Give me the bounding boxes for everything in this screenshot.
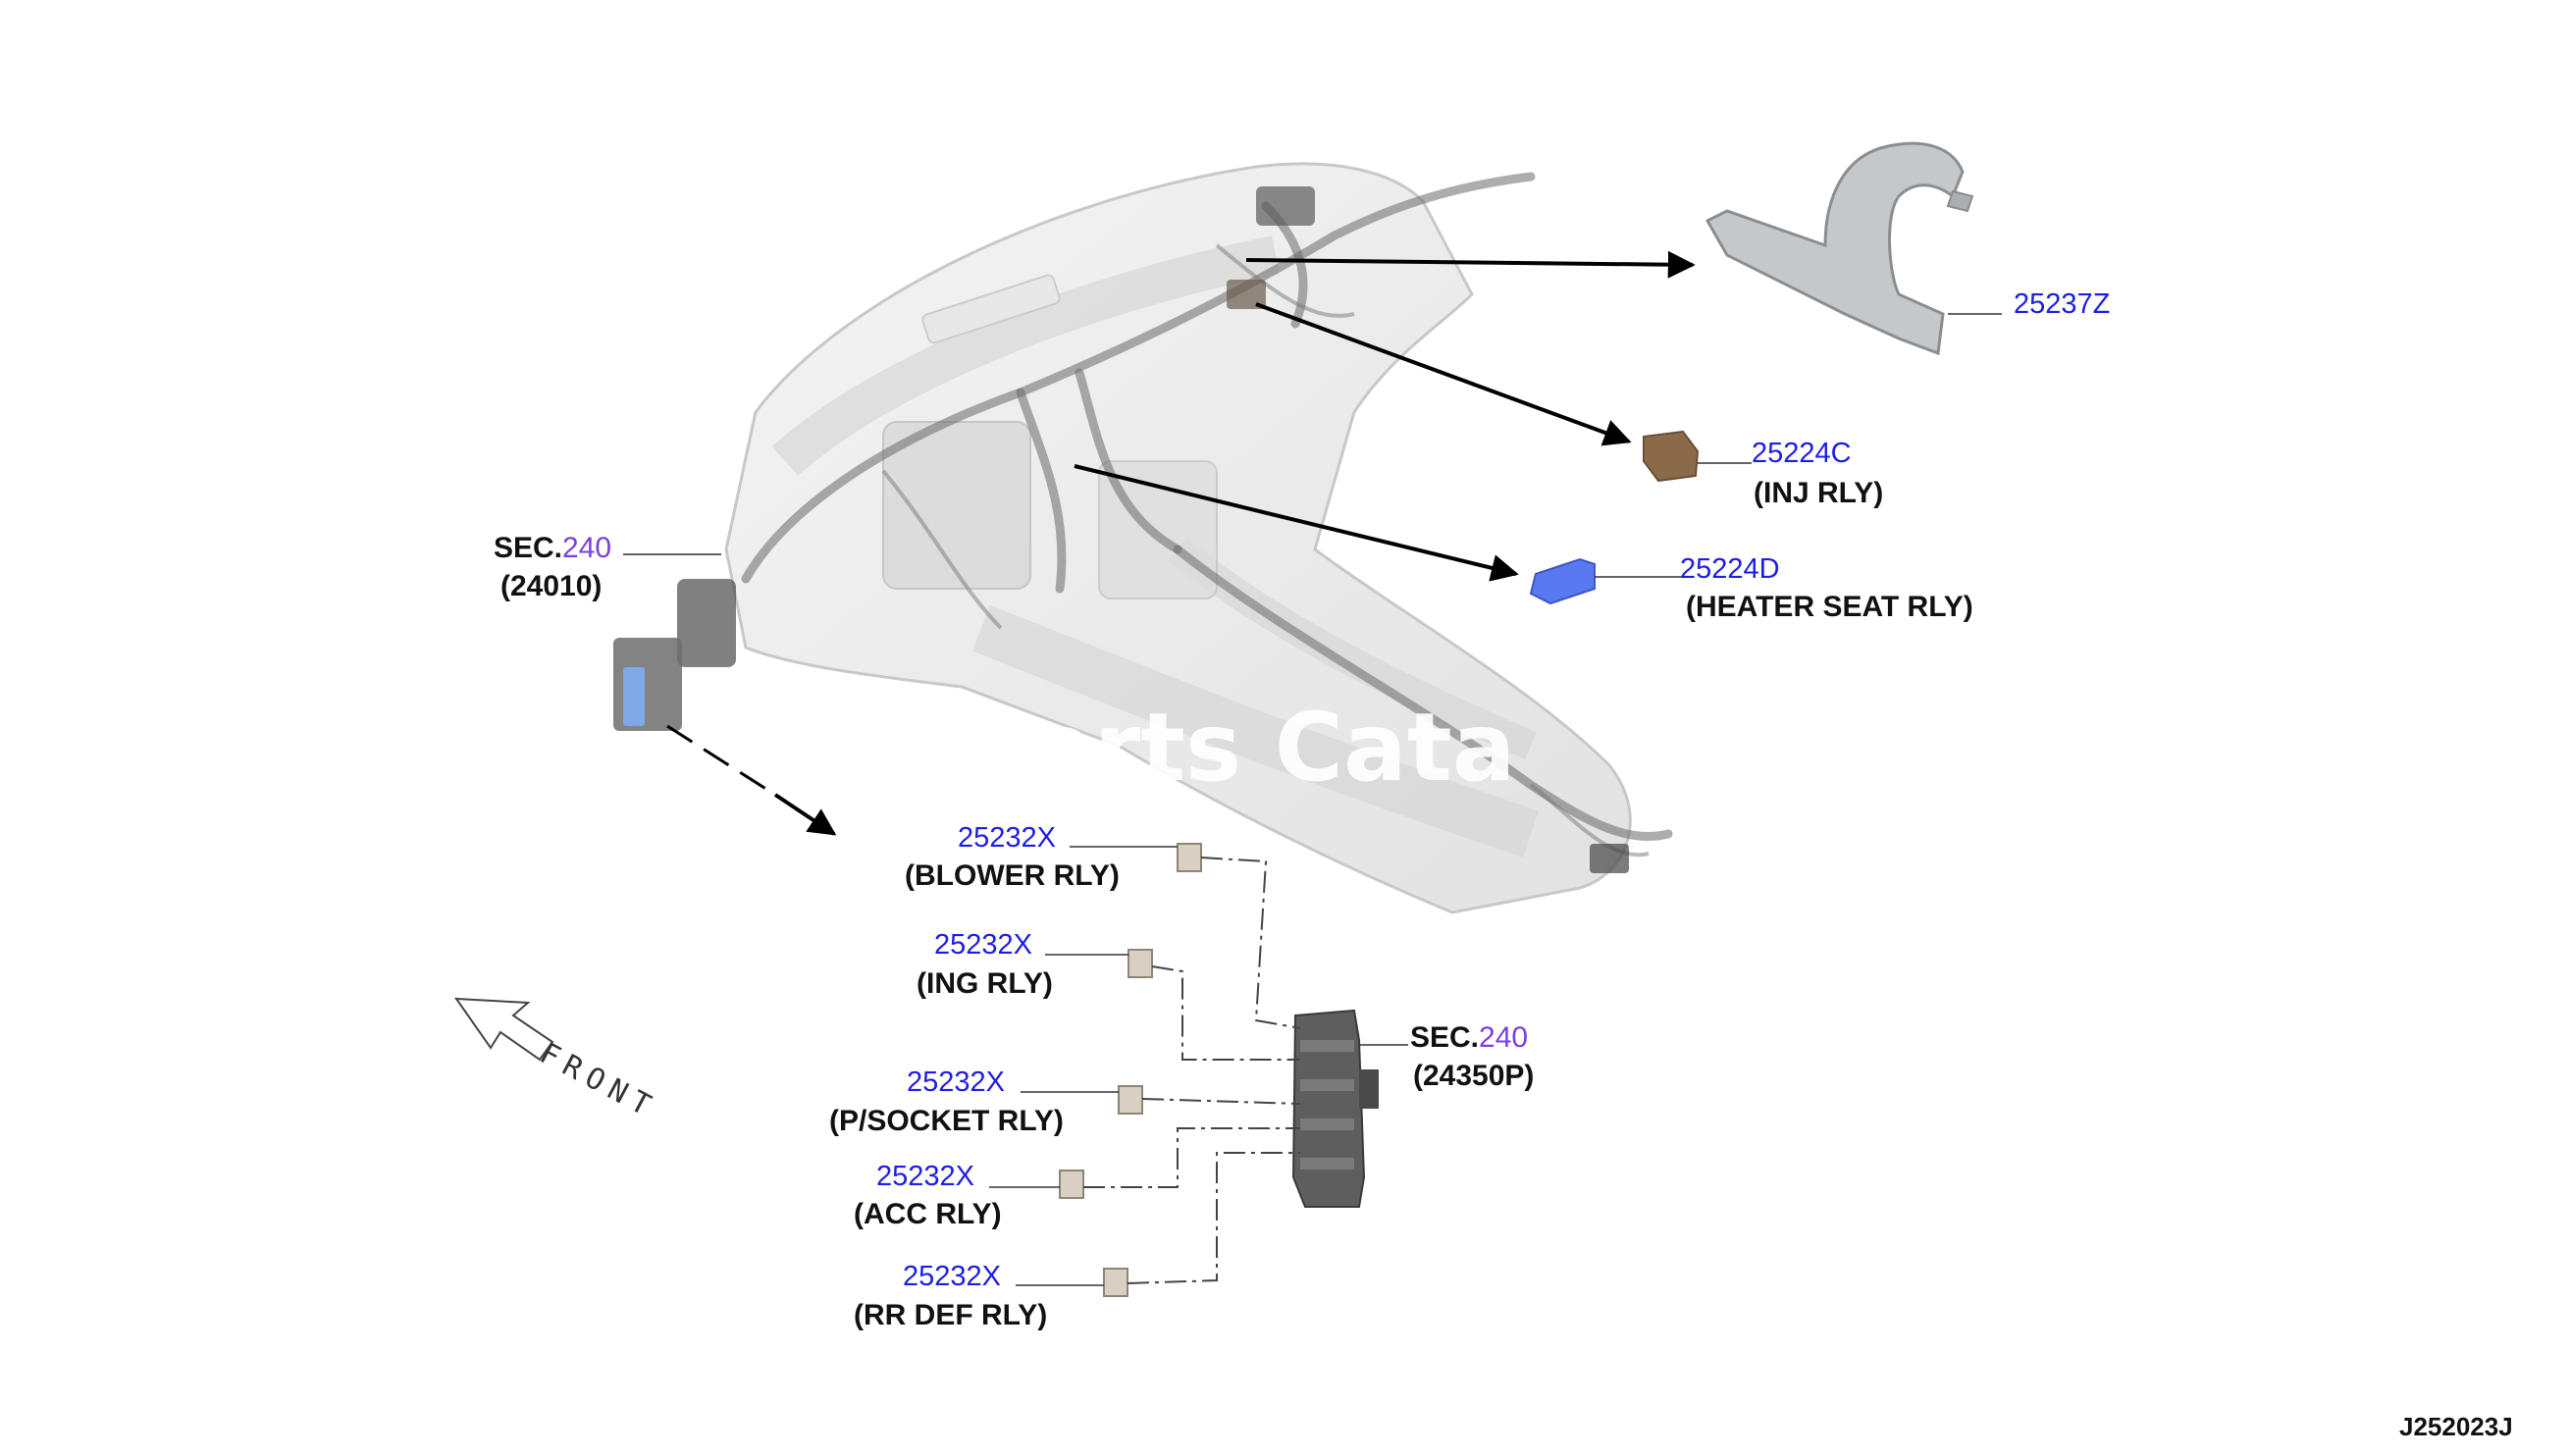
psocket-relay-part-number[interactable]: 25232X <box>907 1066 1005 1098</box>
diagram-id: J252023J <box>2399 1412 2513 1441</box>
arrow-to-heater-seat-relay <box>1074 464 1519 582</box>
fuse-block-icon <box>1291 1009 1379 1208</box>
acc-relay-label: (ACC RLY) <box>854 1198 1002 1230</box>
section-link-240[interactable]: 240 <box>562 532 611 564</box>
fuse-block-section-code: (24350P) <box>1413 1060 1534 1092</box>
section-link-240[interactable]: 240 <box>1479 1021 1528 1054</box>
mini-relay-icon <box>1177 843 1202 872</box>
fuse-block-section-ref: SEC.240 <box>1410 1021 1528 1054</box>
acc-relay-part-number[interactable]: 25232X <box>876 1161 974 1192</box>
blower-relay-label: (BLOWER RLY) <box>905 859 1120 892</box>
arrow-to-bracket <box>1245 250 1696 279</box>
mini-relay-icon <box>1118 1085 1143 1115</box>
psocket-relay-label: (P/SOCKET RLY) <box>829 1105 1064 1137</box>
arrow-to-fuse-block-detail <box>773 793 837 836</box>
heater-seat-relay-part-number[interactable]: 25224D <box>1680 553 1780 585</box>
relay-bracket-icon <box>1705 141 1974 356</box>
watermark-text: arts Cata <box>1030 693 1515 803</box>
inj-relay-label: (INJ RLY) <box>1754 477 1883 509</box>
arrow-to-inj-relay <box>1255 302 1632 446</box>
front-label: FRONT <box>534 1036 662 1126</box>
rrdef-relay-label: (RR DEF RLY) <box>854 1299 1047 1331</box>
section-prefix: SEC. <box>494 532 562 564</box>
bracket-part-number[interactable]: 25237Z <box>2014 288 2110 320</box>
mini-relay-icon <box>1103 1268 1128 1297</box>
ing-relay-part-number[interactable]: 25232X <box>934 929 1032 961</box>
ing-relay-label: (ING RLY) <box>917 967 1053 1000</box>
section-prefix: SEC. <box>1410 1021 1479 1054</box>
heater-seat-relay-icon <box>1529 557 1596 605</box>
mini-relay-icon <box>1128 949 1153 978</box>
dashboard-assembly-illustration <box>613 162 1673 914</box>
harness-section-ref: SEC.240 <box>494 532 611 564</box>
mini-relay-icon <box>1059 1170 1084 1199</box>
inj-relay-icon <box>1643 430 1700 483</box>
front-direction-arrow-icon <box>454 997 554 1062</box>
blower-relay-part-number[interactable]: 25232X <box>958 822 1056 854</box>
heater-seat-relay-label: (HEATER SEAT RLY) <box>1686 591 1973 623</box>
harness-section-code: (24010) <box>500 570 602 602</box>
rrdef-relay-part-number[interactable]: 25232X <box>903 1261 1001 1292</box>
inj-relay-part-number[interactable]: 25224C <box>1752 438 1852 469</box>
